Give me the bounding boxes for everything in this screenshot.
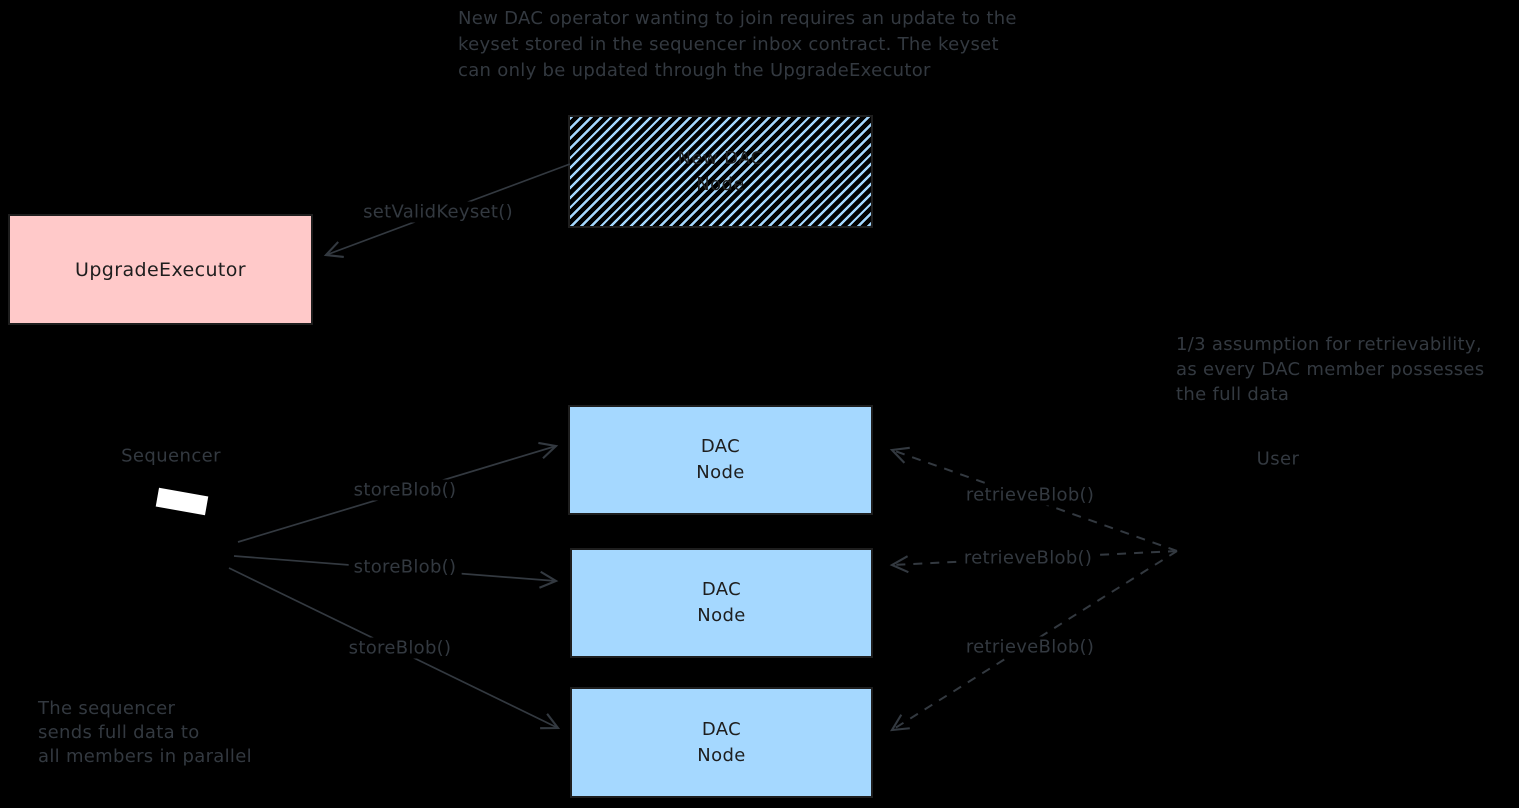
- note-line: all members in parallel: [38, 746, 252, 767]
- edge-label-set-valid-keyset: setValidKeyset(): [358, 201, 518, 223]
- user-label: User: [1256, 448, 1300, 470]
- edge-label-retrieve-blob-3: retrieveBlob(): [960, 636, 1100, 658]
- edge-label-retrieve-blob-2: retrieveBlob(): [958, 547, 1098, 569]
- note-line: 1/3 assumption for retrievability,: [1176, 334, 1482, 355]
- edge-label-store-blob-2: storeBlob(): [348, 556, 462, 578]
- note-line: as every DAC member possesses: [1176, 359, 1485, 380]
- note-line: can only be updated through the UpgradeE…: [458, 60, 931, 81]
- note-line: New DAC operator wanting to join require…: [458, 8, 1017, 29]
- sequencer-label: Sequencer: [121, 445, 221, 467]
- note-line: The sequencer: [38, 698, 176, 719]
- node-new-dac: New DAC Node: [568, 115, 873, 228]
- node-label: Node: [696, 173, 745, 195]
- node-label: New DAC: [677, 147, 764, 169]
- node-label: DAC: [701, 579, 742, 600]
- note-line: sends full data to: [38, 722, 200, 743]
- edge-label-store-blob-3: storeBlob(): [343, 637, 457, 659]
- node-label: DAC: [701, 718, 742, 740]
- note-retrievability-assumption: 1/3 assumption for retrievability, as ev…: [1176, 332, 1484, 407]
- node-label: UpgradeExecutor: [75, 258, 246, 281]
- note-parallel-send: The sequencer sends full data to all mem…: [38, 697, 252, 769]
- edge-label-retrieve-blob-1: retrieveBlob(): [960, 484, 1100, 506]
- edge-label-store-blob-1: storeBlob(): [348, 479, 462, 501]
- note-line: keyset stored in the sequencer inbox con…: [458, 34, 999, 55]
- arrow-retrieve-blob-3: [890, 550, 1178, 732]
- node-label: Node: [696, 462, 745, 483]
- node-upgrade-executor: UpgradeExecutor: [8, 214, 313, 325]
- node-label: Node: [697, 744, 746, 766]
- note-line: the full data: [1176, 384, 1290, 405]
- node-dac-2: DAC Node: [570, 548, 873, 658]
- node-dac-3: DAC Node: [570, 687, 873, 798]
- node-label: DAC: [700, 436, 741, 457]
- node-label: Node: [697, 605, 746, 626]
- node-dac-1: DAC Node: [568, 405, 873, 515]
- note-keyset-update: New DAC operator wanting to join require…: [458, 6, 1017, 84]
